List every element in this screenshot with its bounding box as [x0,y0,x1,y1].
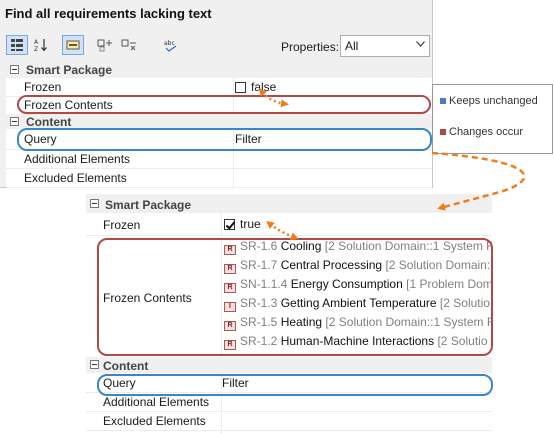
property-row-additional-elements[interactable]: Additional Elements [6,149,432,169]
legend-item-unchanged: Keeps unchanged [440,95,538,107]
frozen-content-item[interactable]: R SN-1.1.4 Energy Consumption [1 Problem … [224,277,492,294]
collapse-icon [121,39,136,51]
svg-text:abc: abc [164,40,175,47]
property-pages-icon [66,40,80,50]
legend-swatch-red [440,129,446,135]
frozen-content-item[interactable]: R SR-1.2 Human-Machine Interactions [2 So… [224,334,492,351]
category-label: Content [103,359,149,373]
requirement-owner: [1 Problem Dom [406,277,492,291]
frozen-content-item[interactable]: I SR-1.3 Getting Ambient Temperature [2 S… [224,296,492,313]
svg-text:Z: Z [34,46,38,52]
properties-filter-select[interactable]: All [340,35,430,57]
properties-toolbar: A Z abc [0,32,432,60]
spell-check-button[interactable]: abc [160,35,182,55]
requirement-icon: I [224,302,236,312]
top-property-grid: Smart Package Frozen false Frozen Conten… [6,61,432,188]
query-value[interactable]: Filter [235,132,262,146]
requirement-id: SR-1.3 [240,296,278,310]
legend-swatch-blue [440,98,446,104]
property-label: Query [103,376,136,390]
property-label: Frozen Contents [24,98,113,112]
query-highlight [97,374,493,396]
expand-all-button[interactable] [94,35,116,55]
requirement-name: Heating [280,315,323,329]
requirement-id: SR-1.7 [240,258,278,272]
requirement-owner: [2 Solutio [437,334,488,348]
requirement-owner: [2 Solution Domain::1 System R [325,315,492,329]
query-highlight [17,128,432,151]
category-smart-package[interactable]: Smart Package [86,194,492,213]
requirement-name: Central Processing [280,258,383,272]
requirement-icon: R [224,245,236,255]
property-row-excluded-elements[interactable]: Excluded Elements [6,168,432,188]
abc-check-icon: abc [164,40,177,52]
collapse-toggle-icon[interactable] [90,199,99,208]
legend-item-changes: Changes occur [440,126,523,138]
property-row-additional-elements[interactable]: Additional Elements [86,392,492,412]
property-row-frozen-contents[interactable]: Frozen Contents R SR-1.6 Cooling [2 Solut… [86,235,492,358]
property-label: Additional Elements [24,152,131,166]
category-label: Smart Package [26,63,113,77]
frozen-contents-list: R SR-1.6 Cooling [2 Solution Domain::1 Sy… [224,239,492,353]
category-label: Smart Package [105,198,192,212]
expand-icon [97,39,112,52]
svg-text:A: A [34,39,39,46]
requirement-owner: [2 Solution Domain:: [385,258,492,272]
property-row-query[interactable]: Query Filter [86,373,492,393]
categorized-icon [11,39,23,51]
collapse-toggle-icon[interactable] [10,65,19,74]
collapse-toggle-icon[interactable] [10,117,19,126]
change-arrow-top [258,88,289,108]
property-label: Query [24,132,57,146]
category-label: Content [26,115,72,129]
requirement-owner: [2 Solution Domain::1 System R [324,239,492,253]
top-properties-window: Find all requirements lacking text A Z [0,0,433,188]
requirement-icon: R [224,264,236,274]
collapse-toggle-icon[interactable] [90,360,99,369]
requirement-name: Human-Machine Interactions [280,334,435,348]
requirement-icon: R [224,340,236,350]
change-arrow-bottom [266,220,299,240]
categorized-view-button[interactable] [6,35,28,55]
frozen-contents-highlight [17,95,431,114]
properties-filter-label: Properties: [281,40,340,54]
category-smart-package[interactable]: Smart Package [6,61,432,78]
window-title: Find all requirements lacking text [5,6,212,21]
sort-az-icon: A Z [34,39,47,52]
property-label: Excluded Elements [24,171,127,185]
requirement-owner: [2 Solutio [439,296,490,310]
frozen-content-item[interactable]: R SR-1.7 Central Processing [2 Solution D… [224,258,492,275]
requirement-id: SR-1.6 [240,239,278,253]
query-value[interactable]: Filter [222,376,249,390]
frozen-content-item[interactable]: R SR-1.5 Heating [2 Solution Domain::1 Sy… [224,315,492,332]
requirement-id: SR-1.2 [240,334,278,348]
chevron-down-icon [416,41,425,47]
frozen-checkbox[interactable] [224,219,235,230]
properties-filter-value: All [345,39,359,53]
legend: Keeps unchanged Changes occur [432,84,553,154]
requirement-id: SR-1.5 [240,315,278,329]
category-content[interactable]: Content [6,114,432,129]
property-label: Frozen Contents [103,291,192,305]
requirement-icon: R [224,283,236,293]
requirement-name: Getting Ambient Temperature [280,296,437,310]
property-label: Frozen [24,80,62,94]
category-content[interactable]: Content [86,357,492,373]
frozen-value[interactable]: true [224,217,261,231]
requirement-id: SN-1.1.4 [240,277,288,291]
transition-arrow [431,151,526,211]
property-label: Frozen [103,218,141,232]
property-label: Excluded Elements [103,414,206,428]
property-row-excluded-elements[interactable]: Excluded Elements [86,411,492,431]
collapse-all-button[interactable] [118,35,140,55]
frozen-checkbox[interactable] [235,82,246,93]
alphabetical-sort-button[interactable]: A Z [30,35,52,55]
property-pages-button[interactable] [62,35,84,55]
property-label: Additional Elements [103,395,210,409]
requirement-icon: R [224,321,236,331]
requirement-name: Energy Consumption [290,277,403,291]
frozen-content-item[interactable]: R SR-1.6 Cooling [2 Solution Domain::1 Sy… [224,239,492,256]
requirement-name: Cooling [280,239,322,253]
